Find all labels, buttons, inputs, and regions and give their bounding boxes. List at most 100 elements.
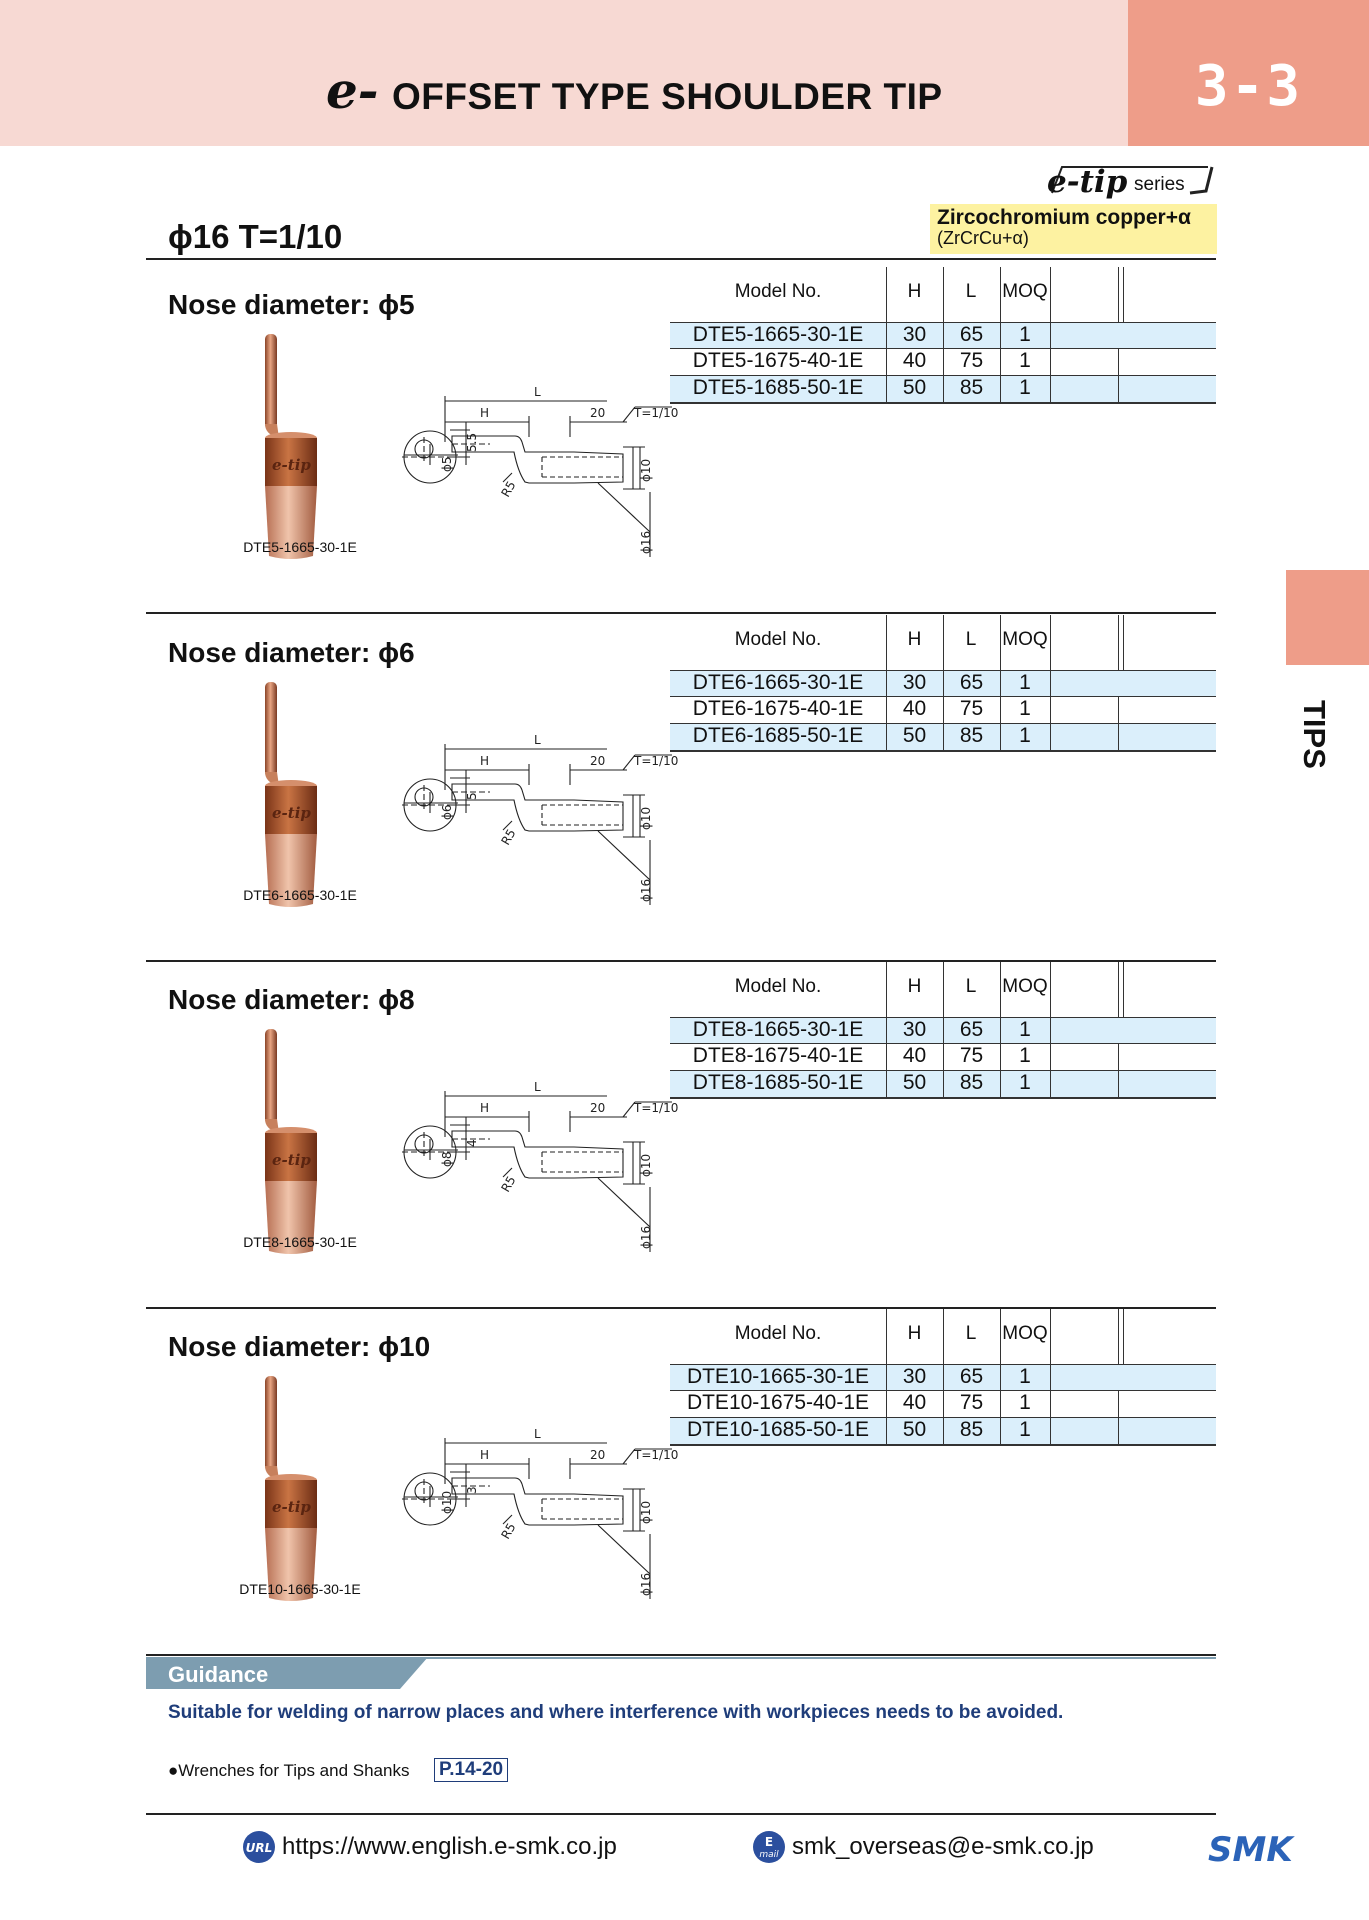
dim-h-label: H [480, 1101, 489, 1115]
cell-model: DTE8-1675-40-1E [692, 1044, 864, 1067]
cell-l: 65 [959, 1018, 984, 1041]
product-photo-icon: e-tip [265, 334, 317, 559]
email-link[interactable]: smk_overseas@e-smk.co.jp [792, 1833, 1094, 1860]
cell-l: 85 [959, 724, 984, 747]
cell-moq: 1 [1019, 1071, 1031, 1094]
cell-h: 30 [902, 1018, 927, 1041]
column-header-h: H [907, 629, 922, 650]
cell-moq: 1 [1019, 697, 1031, 720]
dim-20-label: 20 [590, 406, 605, 420]
cell-h: 50 [902, 376, 927, 399]
dim-offset-label: 5.5 [465, 433, 479, 452]
dim-phi16-label: ϕ16 [639, 1226, 653, 1249]
side-tab-label[interactable]: TIPS [1297, 700, 1332, 769]
e-logo: e- [326, 61, 379, 120]
table-column-rule [1118, 267, 1119, 322]
nose-section-4: Nose diameter: ϕ10 Model No. H L MOQ DTE… [0, 1309, 1369, 1656]
table-column-rule [886, 1309, 887, 1446]
dim-phi10-label: ϕ10 [639, 459, 653, 482]
dim-offset-label: 5 [465, 792, 479, 800]
cell-l: 75 [959, 1391, 984, 1414]
image-caption: DTE8-1665-30-1E [243, 1234, 357, 1250]
cell-h: 50 [902, 724, 927, 747]
cell-moq: 1 [1019, 1418, 1031, 1441]
table-column-rule [943, 1309, 944, 1446]
cell-moq: 1 [1019, 1365, 1031, 1388]
table-column-rule [1123, 615, 1124, 670]
cell-model: DTE5-1665-30-1E [692, 323, 864, 346]
dim-nose-label: ϕ5 [440, 456, 454, 472]
section-title: Nose diameter: ϕ8 [168, 984, 415, 1015]
column-header-model: Model No. [734, 1323, 822, 1344]
smk-logo-text: SMK [1208, 1834, 1295, 1864]
dim-l-label: L [534, 733, 541, 747]
reference-page-link[interactable]: P.14-20 [434, 1758, 509, 1782]
dim-taper-label: T=1/10 [633, 1448, 678, 1462]
section-divider [146, 1307, 1216, 1309]
cell-moq: 1 [1019, 1391, 1031, 1414]
product-engraving: e-tip [272, 804, 311, 822]
reference-text: ●Wrenches for Tips and Shanks [168, 1761, 410, 1780]
table-column-rule [1118, 1043, 1119, 1097]
column-header-moq: MOQ [1002, 281, 1048, 302]
product-engraving: e-tip [272, 1498, 311, 1516]
email-icon: E mail [753, 1831, 785, 1863]
page-title: OFFSET TYPE SHOULDER TIP [392, 76, 943, 117]
guidance-label: Guidance [168, 1662, 269, 1687]
dim-phi10-label: ϕ10 [639, 1501, 653, 1524]
cell-model: DTE5-1685-50-1E [692, 376, 864, 399]
table-column-rule [1000, 962, 1001, 1099]
table-column-rule [943, 615, 944, 752]
dim-phi16-label: ϕ16 [639, 1573, 653, 1596]
cell-moq: 1 [1019, 1044, 1031, 1067]
cell-h: 30 [902, 323, 927, 346]
column-header-l: L [965, 281, 977, 302]
website-link[interactable]: https://www.english.e-smk.co.jp [282, 1833, 617, 1860]
cell-h: 30 [902, 1365, 927, 1388]
url-icon-text: URL [246, 1841, 273, 1855]
section-divider [146, 612, 1216, 614]
table-column-rule [1000, 1309, 1001, 1446]
technical-drawing: L H 20 T=1/10 R5 ϕ10 ϕ16 5.5 ϕ5 [402, 385, 678, 557]
table-column-rule [1123, 1309, 1124, 1364]
cell-moq: 1 [1019, 376, 1031, 399]
table-column-rule [1000, 615, 1001, 752]
cell-h: 50 [902, 1418, 927, 1441]
cell-l: 65 [959, 323, 984, 346]
table-column-rule [1050, 962, 1051, 1099]
dim-taper-label: T=1/10 [633, 1101, 678, 1115]
dim-l-label: L [534, 1080, 541, 1094]
column-header-l: L [965, 629, 977, 650]
side-tab[interactable] [1286, 570, 1369, 665]
dim-l-label: L [534, 1427, 541, 1441]
page-number-box [1128, 0, 1369, 146]
dim-r5-label: R5 [498, 1174, 518, 1195]
table-column-rule [886, 615, 887, 752]
cell-h: 40 [902, 1391, 927, 1414]
cell-model: DTE10-1665-30-1E [686, 1365, 870, 1388]
column-header-h: H [907, 976, 922, 997]
cell-model: DTE10-1685-50-1E [686, 1418, 870, 1441]
material-formula: (ZrCrCu+α) [937, 228, 1029, 248]
cell-h: 50 [902, 1071, 927, 1094]
cell-h: 40 [902, 349, 927, 372]
table-column-rule [1050, 267, 1051, 404]
dim-offset-label: 3 [465, 1486, 479, 1494]
dim-nose-label: ϕ10 [440, 1491, 454, 1514]
cell-moq: 1 [1019, 349, 1031, 372]
dim-r5-label: R5 [498, 827, 518, 848]
table-column-rule [1050, 1309, 1051, 1446]
cell-model: DTE8-1665-30-1E [692, 1018, 864, 1041]
dim-20-label: 20 [590, 1101, 605, 1115]
email-icon-word: mail [759, 1850, 779, 1860]
column-header-model: Model No. [734, 976, 822, 997]
image-caption: DTE10-1665-30-1E [239, 1581, 361, 1597]
table-column-rule [1118, 348, 1119, 402]
dim-h-label: H [480, 406, 489, 420]
section-divider [146, 1654, 1216, 1656]
cell-model: DTE10-1675-40-1E [686, 1391, 870, 1414]
url-globe-icon: URL [243, 1831, 275, 1863]
table-column-rule [886, 267, 887, 404]
